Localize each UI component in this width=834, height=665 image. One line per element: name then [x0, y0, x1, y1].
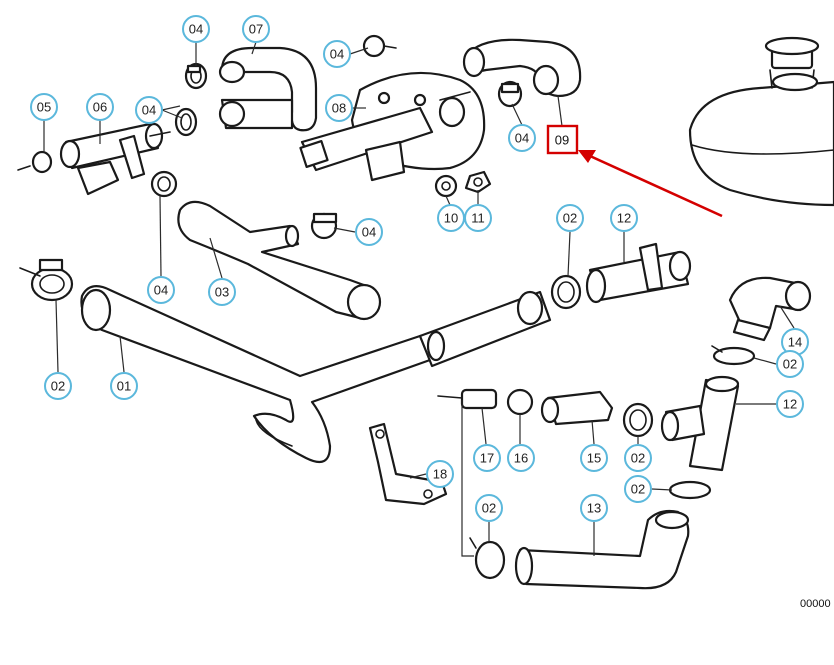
- callout-04[interactable]: 04: [135, 96, 163, 124]
- nut-10: [434, 174, 458, 198]
- svg-text:10: 10: [444, 211, 458, 226]
- leader-lines: [43, 41, 795, 557]
- svg-text:07: 07: [249, 22, 263, 37]
- callout-05[interactable]: 05: [30, 93, 58, 121]
- callout-06[interactable]: 06: [86, 93, 114, 121]
- callout-13[interactable]: 13: [580, 494, 608, 522]
- svg-text:13: 13: [587, 501, 601, 516]
- callout-07[interactable]: 07: [242, 15, 270, 43]
- callout-01[interactable]: 01: [110, 372, 138, 400]
- main-hose-01: [80, 285, 552, 464]
- pointer-arrow: [578, 150, 723, 218]
- callout-02[interactable]: 02: [624, 475, 652, 503]
- svg-text:15: 15: [587, 451, 601, 466]
- callout-17[interactable]: 17: [473, 444, 501, 472]
- bracket-18: [368, 422, 448, 506]
- callout-02[interactable]: 02: [44, 372, 72, 400]
- callout-12[interactable]: 12: [610, 204, 638, 232]
- svg-text:02: 02: [482, 501, 496, 516]
- nut-11: [464, 170, 492, 194]
- svg-text:02: 02: [631, 482, 645, 497]
- callout-02[interactable]: 02: [776, 350, 804, 378]
- callout-04[interactable]: 04: [323, 40, 351, 68]
- callout-04[interactable]: 04: [182, 15, 210, 43]
- adapter-15: [540, 390, 614, 426]
- callout-04[interactable]: 04: [147, 276, 175, 304]
- callout-02[interactable]: 02: [475, 494, 503, 522]
- expansion-tank: [688, 36, 834, 207]
- svg-text:08: 08: [332, 101, 346, 116]
- svg-text:11: 11: [471, 211, 485, 226]
- svg-text:05: 05: [37, 100, 51, 115]
- svg-text:03: 03: [215, 285, 229, 300]
- clamp-02-f: [622, 402, 654, 438]
- callout-02[interactable]: 02: [556, 204, 584, 232]
- clamp-02-c: [711, 345, 756, 366]
- washer-05: [31, 150, 53, 174]
- tee-12-lower: [660, 375, 740, 472]
- callout-08[interactable]: 08: [325, 94, 353, 122]
- clamp-02-b: [550, 274, 582, 310]
- svg-text:02: 02: [563, 211, 577, 226]
- callout-02[interactable]: 02: [624, 444, 652, 472]
- clamp-04-f: [310, 212, 338, 240]
- svg-text:17: 17: [480, 451, 494, 466]
- clamp-02-a: [19, 258, 74, 302]
- clamp-02-e: [469, 537, 506, 580]
- callout-04[interactable]: 04: [355, 218, 383, 246]
- callout-12[interactable]: 12: [776, 390, 804, 418]
- svg-text:02: 02: [51, 379, 65, 394]
- clamp-16: [506, 388, 534, 416]
- callout-16[interactable]: 16: [507, 444, 535, 472]
- y-hose-03: [177, 200, 382, 321]
- svg-text:02: 02: [631, 451, 645, 466]
- line-art: [17, 34, 834, 590]
- svg-text:04: 04: [515, 131, 529, 146]
- svg-text:09: 09: [555, 133, 569, 148]
- svg-text:16: 16: [514, 451, 528, 466]
- svg-text:12: 12: [783, 397, 797, 412]
- svg-text:18: 18: [433, 467, 447, 482]
- clamp-04-b: [174, 107, 198, 137]
- svg-text:04: 04: [154, 283, 168, 298]
- pipe-06: [17, 122, 171, 196]
- svg-text:12: 12: [617, 211, 631, 226]
- svg-text:02: 02: [783, 357, 797, 372]
- callout-11[interactable]: 11: [464, 204, 492, 232]
- svg-text:04: 04: [362, 225, 376, 240]
- svg-text:04: 04: [189, 22, 203, 37]
- hose-09: [462, 38, 582, 98]
- svg-text:01: 01: [117, 379, 131, 394]
- elbow-14: [728, 276, 812, 342]
- heater-valve-08: [299, 71, 486, 182]
- callout-10[interactable]: 10: [437, 204, 465, 232]
- callout-18[interactable]: 18: [426, 460, 454, 488]
- svg-text:04: 04: [330, 47, 344, 62]
- diagram-code: 00000: [800, 598, 831, 610]
- clamp-04-e: [497, 80, 523, 108]
- callout-03[interactable]: 03: [208, 278, 236, 306]
- clamp-04-d: [362, 34, 397, 58]
- hose-13: [514, 509, 690, 590]
- callout-09-highlighted[interactable]: 09: [546, 124, 579, 155]
- callout-04[interactable]: 04: [508, 124, 536, 152]
- clamp-04-a: [184, 62, 208, 90]
- tee-12-upper: [585, 242, 692, 304]
- u-hose-07: [218, 46, 318, 132]
- svg-text:04: 04: [142, 103, 156, 118]
- sensor-17: [437, 388, 498, 410]
- clamp-02-d: [668, 480, 712, 500]
- callout-15[interactable]: 15: [580, 444, 608, 472]
- svg-text:14: 14: [788, 335, 802, 350]
- clamp-04-c: [150, 170, 178, 198]
- svg-text:06: 06: [93, 100, 107, 115]
- callouts: 04 07 04 05 06 04 04 08 04 10 11 04 03 0…: [30, 15, 809, 522]
- callout-14[interactable]: 14: [781, 328, 809, 356]
